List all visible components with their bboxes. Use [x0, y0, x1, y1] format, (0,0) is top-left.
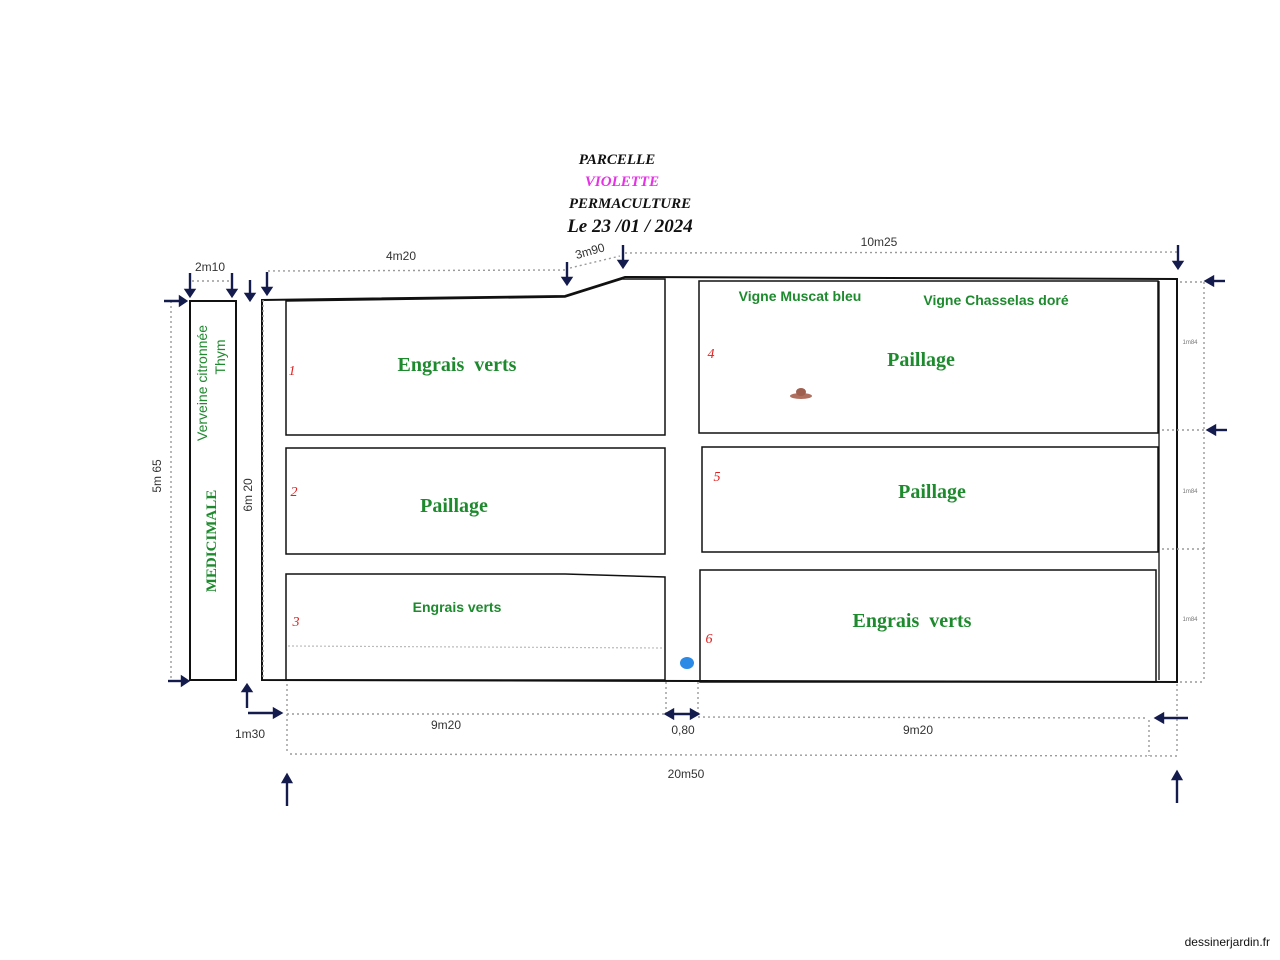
medicinal-strip: Verveine citronnée Thym MEDICIMALE [189, 300, 237, 681]
strip-name: MEDICIMALE [204, 490, 220, 593]
title-date: Le 23 /01 / 2024 [566, 216, 693, 237]
bed-number-5: 5 [714, 470, 721, 485]
bed-number-3: 3 [292, 615, 300, 630]
dim-strip-width: 2m10 [195, 260, 225, 274]
dim-top-right: 10m25 [861, 235, 898, 249]
dim-strip-height: 5m 65 [150, 459, 164, 493]
arrow-right-gap [248, 706, 284, 720]
bed-2 [285, 447, 666, 555]
dim-bottom-right: 9m20 [903, 723, 933, 737]
arrow-left-right-middle [1205, 423, 1227, 437]
title-block: PARCELLE VIOLETTE PERMACULTURE Le 23 /01… [566, 152, 693, 237]
dimension-arrows [164, 245, 1227, 806]
bed-label-2: Paillage [420, 495, 488, 517]
title-permaculture: PERMACULTURE [569, 196, 691, 212]
dim-top-left: 4m20 [386, 249, 416, 263]
arrow-down-plot-left-b [260, 272, 274, 297]
watermark: dessinerjardin.fr [1185, 935, 1270, 949]
bed-label-3: Engrais verts [413, 599, 502, 615]
dim-path: 0,80 [671, 723, 695, 737]
vine-muscat-label: Vigne Muscat bleu [739, 288, 862, 304]
bed-1 [285, 278, 666, 436]
bed-label-1: Engrais verts [398, 354, 517, 376]
arrow-right-strip-top [164, 294, 189, 308]
bed-5 [701, 446, 1159, 553]
vine-chasselas-label: Vigne Chasselas doré [923, 292, 1068, 308]
bed-3-dotted-line [287, 645, 663, 649]
bed-number-6: 6 [706, 632, 713, 647]
beds [285, 278, 1159, 683]
arrow-down-slope-end [616, 245, 630, 270]
bed-4 [698, 280, 1159, 434]
bed-3 [285, 573, 666, 681]
dim-total-width: 20m50 [668, 767, 705, 781]
bed-numbers: 1 2 3 4 5 6 [289, 347, 721, 647]
hat-object [790, 388, 812, 399]
arrow-down-plot-left-a [243, 280, 257, 303]
bed-label-5: Paillage [898, 481, 966, 503]
strip-label-thym: Thym [212, 340, 228, 375]
arrow-up-gap [240, 682, 254, 708]
bed-number-1: 1 [289, 364, 296, 379]
dim-right-2: 1m84 [1182, 489, 1198, 495]
bed-labels: Engrais verts Paillage Engrais verts Pai… [398, 349, 972, 632]
bed-label-6: Engrais verts [853, 610, 972, 632]
plot-outline [261, 275, 1178, 684]
dimension-labels: 2m10 4m20 3m90 10m25 5m 65 6m 20 1m30 9m… [150, 235, 1198, 781]
arrow-down-slope-start [560, 262, 574, 287]
bed-number-4: 4 [708, 347, 715, 362]
dim-bottom-left: 9m20 [431, 718, 461, 732]
dim-plot-height: 6m 20 [241, 478, 255, 512]
arrow-down-strip-right [225, 273, 239, 299]
title-violette: VIOLETTE [585, 174, 659, 190]
dim-top-slope: 3m90 [574, 240, 607, 262]
bed-label-4: Paillage [887, 349, 955, 371]
dim-right-3: 1m84 [1182, 617, 1198, 623]
arrow-left-bottom-right [1153, 711, 1188, 725]
bed-6 [699, 569, 1157, 683]
strip-label-verveine: Verveine citronnée [194, 325, 210, 441]
water-point [680, 657, 694, 669]
strip-outline [189, 300, 237, 681]
dim-right-1: 1m84 [1182, 340, 1198, 346]
title-parcelle: PARCELLE [579, 152, 655, 168]
hat-crown [796, 388, 806, 396]
arrow-right-strip-bottom [168, 674, 191, 688]
arrow-left-right-top [1203, 274, 1225, 288]
arrow-down-strip-left [183, 273, 197, 299]
dim-gap-left: 1m30 [235, 727, 265, 741]
arrow-down-right-corner [1171, 245, 1185, 271]
bed-number-2: 2 [291, 485, 298, 500]
arrow-double-path [663, 707, 701, 721]
arrow-up-total-right [1170, 769, 1184, 803]
arrow-up-total-left [280, 772, 294, 806]
